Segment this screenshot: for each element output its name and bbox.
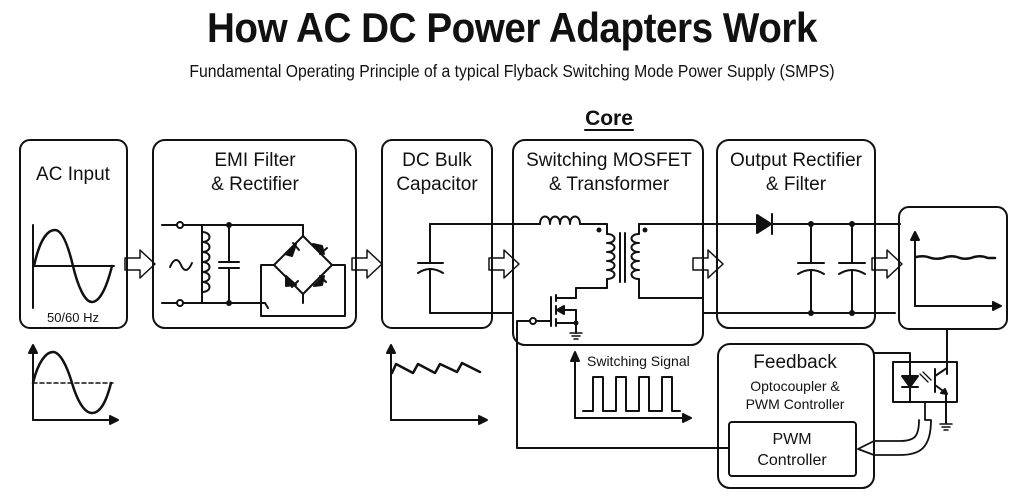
ground-icon <box>569 332 583 340</box>
mosfet-icon <box>529 287 579 334</box>
ac-input-block: AC Input 50/60 Hz <box>19 139 128 329</box>
ac-input-sine-wave <box>32 228 114 304</box>
ground-icon <box>939 423 953 431</box>
switching-signal-graph <box>570 351 692 423</box>
emi-filter-title-line2: & Rectifier <box>211 174 299 195</box>
optocoupler-icon <box>873 352 958 424</box>
polarity-dot-primary <box>596 227 602 233</box>
emi-filter-box <box>152 139 357 329</box>
arrow-head <box>910 231 920 241</box>
dc-output-waveform <box>914 254 997 261</box>
flow-arrow-1 <box>124 249 156 279</box>
output-rectifier-block: Output Rectifier & Filter <box>702 139 896 329</box>
output-rectifier-title-line1: Output Rectifier <box>730 150 863 171</box>
junction-dot <box>808 310 814 316</box>
page-subtitle: Fundamental Operating Principle of a typ… <box>189 61 835 81</box>
dc-output-block <box>898 206 1008 375</box>
dc-bulk-box <box>381 139 493 329</box>
flow-arrow-2 <box>351 249 383 279</box>
leakage-inductor-icon <box>539 215 581 225</box>
inductor-icon <box>201 231 211 293</box>
emi-filter-block: EMI Filter & Rectifier <box>152 139 357 329</box>
junction-dot <box>849 310 855 316</box>
wire-gate-drive <box>516 320 730 449</box>
core-label: Core <box>585 107 633 130</box>
output-rectifier-title-line2: & Filter <box>766 174 827 195</box>
junction-dot <box>226 222 232 228</box>
ac-source-icon <box>169 259 193 271</box>
feedback-block: Feedback Optocoupler & PWM Controller PW… <box>717 343 875 489</box>
pwm-controller-line1: PWM <box>772 431 811 448</box>
ac-input-box <box>19 139 128 329</box>
flow-arrow-4 <box>692 249 724 279</box>
feedback-box <box>717 343 875 489</box>
junction-dot <box>849 221 855 227</box>
flow-arrow-5 <box>871 249 903 279</box>
feedback-subtitle-line2: PWM Controller <box>746 396 845 412</box>
ac-input-title: AC Input <box>36 164 111 185</box>
pwm-controller-line2: Controller <box>757 452 827 469</box>
bridge-rectifier-icon <box>260 224 346 317</box>
polarity-dot-secondary <box>642 227 648 233</box>
feedback-curved-arrow <box>857 401 932 456</box>
dc-bulk-block: DC Bulk Capacitor <box>381 139 541 329</box>
junction-dot <box>808 221 814 227</box>
output-rectifier-box <box>716 139 876 329</box>
emi-filter-title-line1: EMI Filter <box>214 150 296 171</box>
mosfet-title-line2: & Transformer <box>549 174 670 195</box>
dc-bulk-title-line1: DC Bulk <box>402 150 472 171</box>
output-diode-icon <box>756 214 772 234</box>
arrow-head <box>992 301 1002 311</box>
secondary-winding-icon <box>630 233 640 280</box>
junction-dot <box>226 300 232 306</box>
mosfet-title-line1: Switching MOSFET <box>526 150 692 171</box>
switching-signal-label: Switching Signal <box>587 353 690 369</box>
page-title: How AC DC Power Adapters Work <box>206 4 817 51</box>
ac-input-frequency: 50/60 Hz <box>47 310 99 325</box>
mosfet-box <box>512 139 704 346</box>
dc-bulk-title-line2: Capacitor <box>396 174 478 195</box>
primary-winding-icon <box>606 233 616 280</box>
mosfet-transformer-block: Switching MOSFET & Transformer <box>512 139 901 346</box>
feedback-title: Feedback <box>753 352 837 373</box>
dc-ripple-graph <box>386 344 488 425</box>
feedback-subtitle-line1: Optocoupler & <box>750 378 840 394</box>
flow-arrow-3 <box>488 249 520 279</box>
dc-output-box <box>898 206 1008 330</box>
ac-waveform-graph <box>28 344 119 425</box>
